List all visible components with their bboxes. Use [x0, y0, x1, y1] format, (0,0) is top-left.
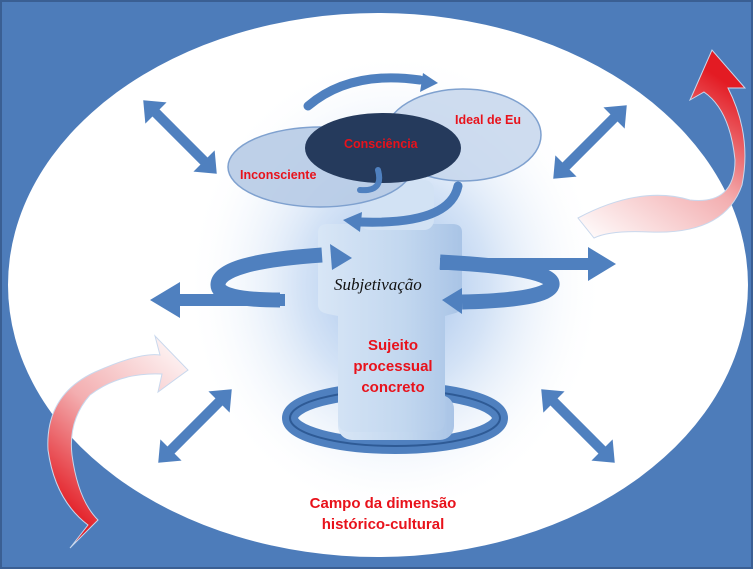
swirl-arrowhead-left — [330, 244, 352, 270]
sujeito-line-1: Sujeito — [368, 337, 418, 354]
diagonal-arrows — [143, 100, 627, 463]
sujeito-line-2: processual — [353, 358, 432, 375]
swirl-arrowhead-right — [442, 288, 462, 314]
ideal-de-eu-label: Ideal de Eu — [455, 113, 521, 127]
subject-figure — [318, 180, 462, 440]
campo-line-1: Campo da dimensão — [310, 495, 457, 512]
consciencia-label: Consciência — [344, 137, 419, 151]
top-cycle-arrows — [303, 73, 463, 232]
red-curved-arrow-top-right — [577, 49, 747, 239]
inconsciente-label: Inconsciente — [240, 168, 316, 182]
right-arrow — [440, 247, 616, 281]
inner-hook-arrow — [357, 167, 383, 194]
double-arrow-bottom-right — [541, 389, 615, 463]
top-cycle-arrow-upper — [303, 73, 425, 111]
double-arrow-top-left — [143, 100, 217, 174]
double-arrow-top-right — [553, 105, 627, 179]
ovals-group — [227, 88, 542, 208]
campo-line-2: histórico-cultural — [322, 516, 445, 533]
consciencia-oval — [305, 113, 461, 183]
sujeito-line-3: concreto — [361, 379, 424, 396]
top-cycle-arrow-lower — [355, 181, 463, 227]
left-arrow — [150, 282, 285, 318]
double-arrow-bottom-left — [158, 389, 232, 463]
subjetivacao-label: Subjetivação — [334, 275, 422, 294]
red-curved-arrow-bottom-left — [47, 334, 189, 549]
